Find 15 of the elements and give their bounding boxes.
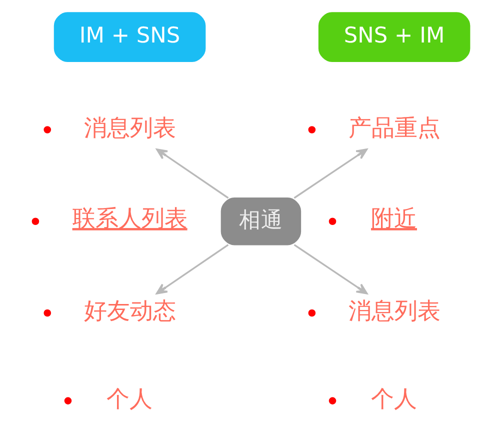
- arrow: [156, 148, 228, 199]
- node-text: 产品重点: [348, 116, 440, 142]
- node-box: IM + SNS: [53, 12, 206, 62]
- arrow: [293, 244, 368, 294]
- arrow: [293, 148, 368, 199]
- label: 个人: [106, 386, 152, 413]
- label: 联系人列表: [72, 206, 187, 232]
- node-text: 消息列表: [83, 116, 176, 142]
- label: 附近: [370, 206, 417, 232]
- node-box: SNS + IM: [318, 12, 470, 62]
- node-box: 相通: [220, 198, 301, 246]
- node-text: 好友动态: [83, 298, 176, 325]
- label: 个人: [370, 386, 417, 413]
- node-text: 消息列表: [348, 298, 440, 325]
- arrow: [155, 244, 228, 294]
